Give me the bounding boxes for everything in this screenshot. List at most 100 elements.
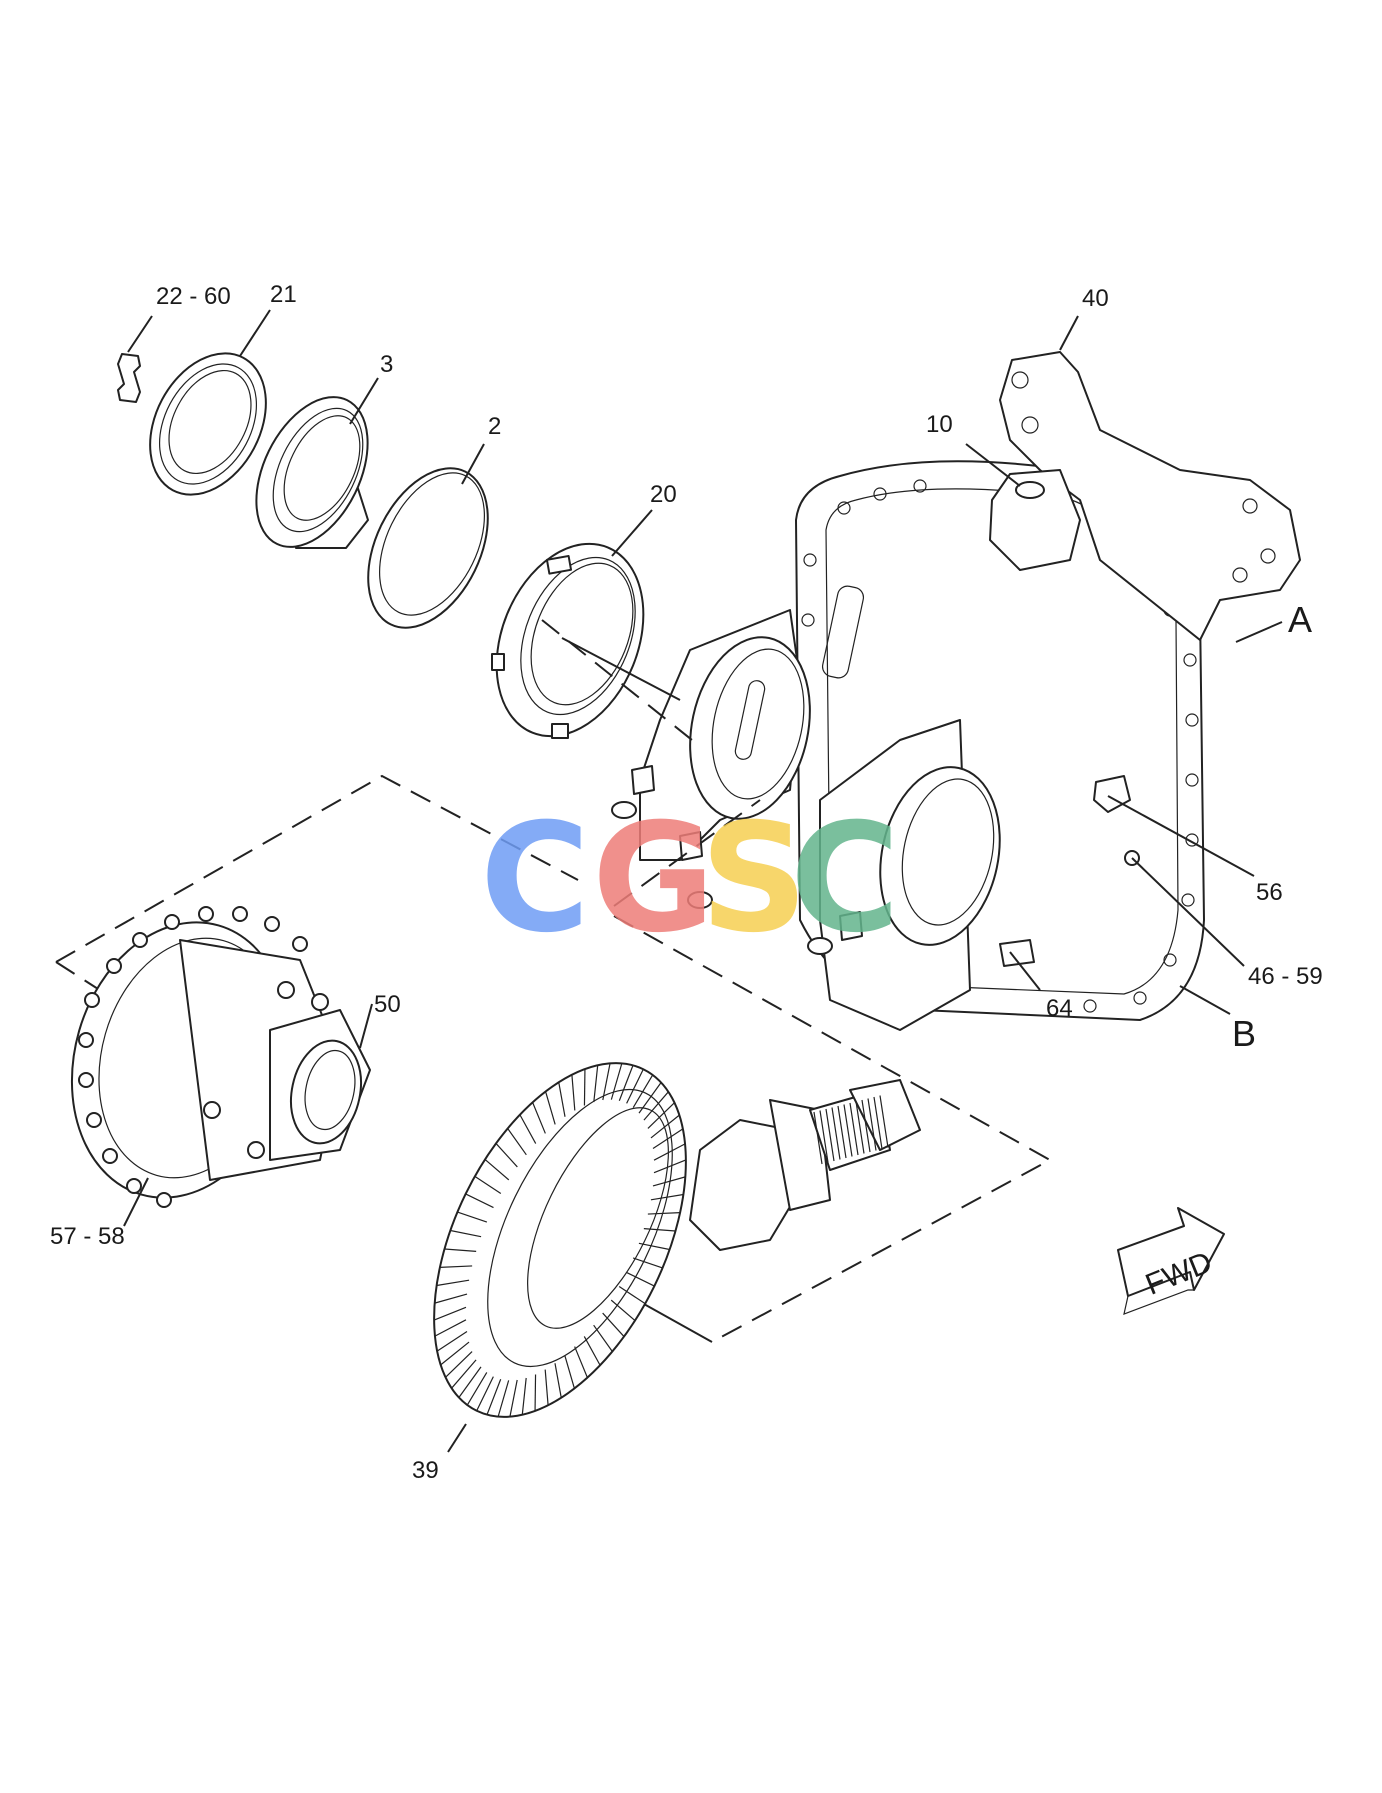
forward-arrow-icon: FWD xyxy=(1117,1207,1225,1315)
spline-line xyxy=(867,1098,877,1151)
spline-line xyxy=(813,1111,823,1165)
carrier-housing-part xyxy=(611,351,1301,1031)
ring-gear-part xyxy=(433,1062,687,1418)
gear-tooth xyxy=(436,1330,468,1352)
gear-tooth xyxy=(507,1128,527,1156)
gear-tooth xyxy=(532,1102,546,1134)
gear-tooth xyxy=(643,1091,669,1121)
watermark-letter-g: G xyxy=(592,792,715,966)
gear-tooth xyxy=(466,1372,488,1406)
gear-tooth xyxy=(440,1341,470,1366)
callout-20: 20 xyxy=(650,481,677,508)
view-label-b: B xyxy=(1232,1013,1256,1054)
gear-tooth xyxy=(486,1379,502,1415)
gear-tooth xyxy=(610,1299,636,1321)
gear-tooth xyxy=(610,1063,623,1100)
gear-tooth xyxy=(626,1068,644,1104)
gear-tooth xyxy=(445,1351,473,1378)
callout-2: 2 xyxy=(488,413,501,440)
gear-tooth xyxy=(571,1074,576,1111)
gear-tooth xyxy=(652,1176,686,1187)
gear-tooth xyxy=(450,1229,482,1238)
gear-tooth xyxy=(484,1159,510,1181)
view-label-a: A xyxy=(1288,599,1312,640)
callout-3: 3 xyxy=(380,351,393,378)
watermark-letter-c: C xyxy=(480,792,590,966)
spline-line xyxy=(837,1105,847,1159)
gear-tooth xyxy=(632,1257,663,1269)
gear-tooth xyxy=(433,1306,467,1321)
gear-tooth xyxy=(439,1265,473,1269)
gear-tooth xyxy=(602,1312,625,1337)
callout-64: 64 xyxy=(1046,995,1073,1022)
gear-tooth xyxy=(544,1369,549,1406)
adjuster-part xyxy=(491,542,645,739)
spline-line xyxy=(873,1096,883,1150)
gear-tooth xyxy=(545,1091,556,1125)
differential-case-part xyxy=(70,906,371,1208)
gear-tooth xyxy=(583,1336,601,1366)
gear-tooth xyxy=(593,1324,613,1352)
case-bolts xyxy=(78,906,329,1208)
gear-tooth xyxy=(476,1376,494,1412)
cgsc-watermark-logo: C G S C xyxy=(480,792,900,966)
gear-tooth xyxy=(521,1377,527,1415)
watermark-letter-s: S xyxy=(700,792,808,966)
gear-tooth xyxy=(593,1065,599,1103)
gear-tooth xyxy=(495,1143,518,1168)
seal-part xyxy=(149,352,267,496)
gear-tooth xyxy=(465,1193,494,1209)
spline-line xyxy=(861,1099,871,1153)
leader-lines xyxy=(123,309,1283,1453)
gear-tooth xyxy=(626,1271,655,1287)
gear-tooth xyxy=(434,1293,468,1304)
pinion-part xyxy=(689,1079,921,1251)
spline-line xyxy=(843,1104,853,1157)
callout-50: 50 xyxy=(374,991,401,1018)
gear-tooth xyxy=(652,1128,684,1150)
bearing-cone-part xyxy=(255,396,369,549)
gear-tooth xyxy=(653,1143,686,1161)
gear-tooth xyxy=(632,1074,654,1108)
gear-tooth xyxy=(653,1159,687,1174)
clip-part xyxy=(117,353,141,403)
gear-tooth xyxy=(647,1102,675,1129)
gear-tooth xyxy=(602,1063,611,1101)
spline-line xyxy=(825,1108,835,1162)
spline-line xyxy=(831,1107,841,1160)
gear-tooth xyxy=(647,1211,681,1215)
callout-57-58: 57 - 58 xyxy=(50,1223,125,1250)
callout-46-59: 46 - 59 xyxy=(1248,963,1323,990)
gear-tooth xyxy=(564,1355,575,1389)
gear-tooth xyxy=(618,1286,646,1305)
spline-line xyxy=(819,1110,829,1163)
gear-tooth xyxy=(457,1211,488,1223)
gear-tooth xyxy=(444,1248,477,1252)
spline-line xyxy=(879,1095,889,1148)
callout-56: 56 xyxy=(1256,879,1283,906)
gear-tooth xyxy=(618,1065,634,1101)
gear-tooth xyxy=(497,1380,510,1417)
gear-tooth xyxy=(638,1082,662,1114)
gear-tooth xyxy=(574,1346,588,1378)
gear-tooth xyxy=(451,1359,477,1389)
gear-tooth xyxy=(436,1279,470,1287)
gear-tooth xyxy=(554,1363,562,1398)
callout-39: 39 xyxy=(412,1457,439,1484)
ring-gear-teeth xyxy=(433,1063,687,1417)
pinion-splines xyxy=(813,1095,889,1165)
watermark-letter-c2: C xyxy=(790,792,900,966)
callout-labels: 22 - 60 21 3 2 20 40 10 56 46 - 59 64 50… xyxy=(50,281,1323,1484)
bearing-cup-part xyxy=(367,467,489,629)
gear-tooth xyxy=(519,1114,537,1144)
gear-tooth xyxy=(650,1193,684,1201)
gear-tooth xyxy=(474,1175,502,1194)
gear-tooth xyxy=(650,1114,680,1139)
callout-40: 40 xyxy=(1082,285,1109,312)
callout-22-60: 22 - 60 xyxy=(156,283,231,310)
callout-21: 21 xyxy=(270,281,297,308)
spline-line xyxy=(849,1102,859,1156)
gear-tooth xyxy=(509,1379,518,1417)
spline-line xyxy=(855,1101,865,1154)
